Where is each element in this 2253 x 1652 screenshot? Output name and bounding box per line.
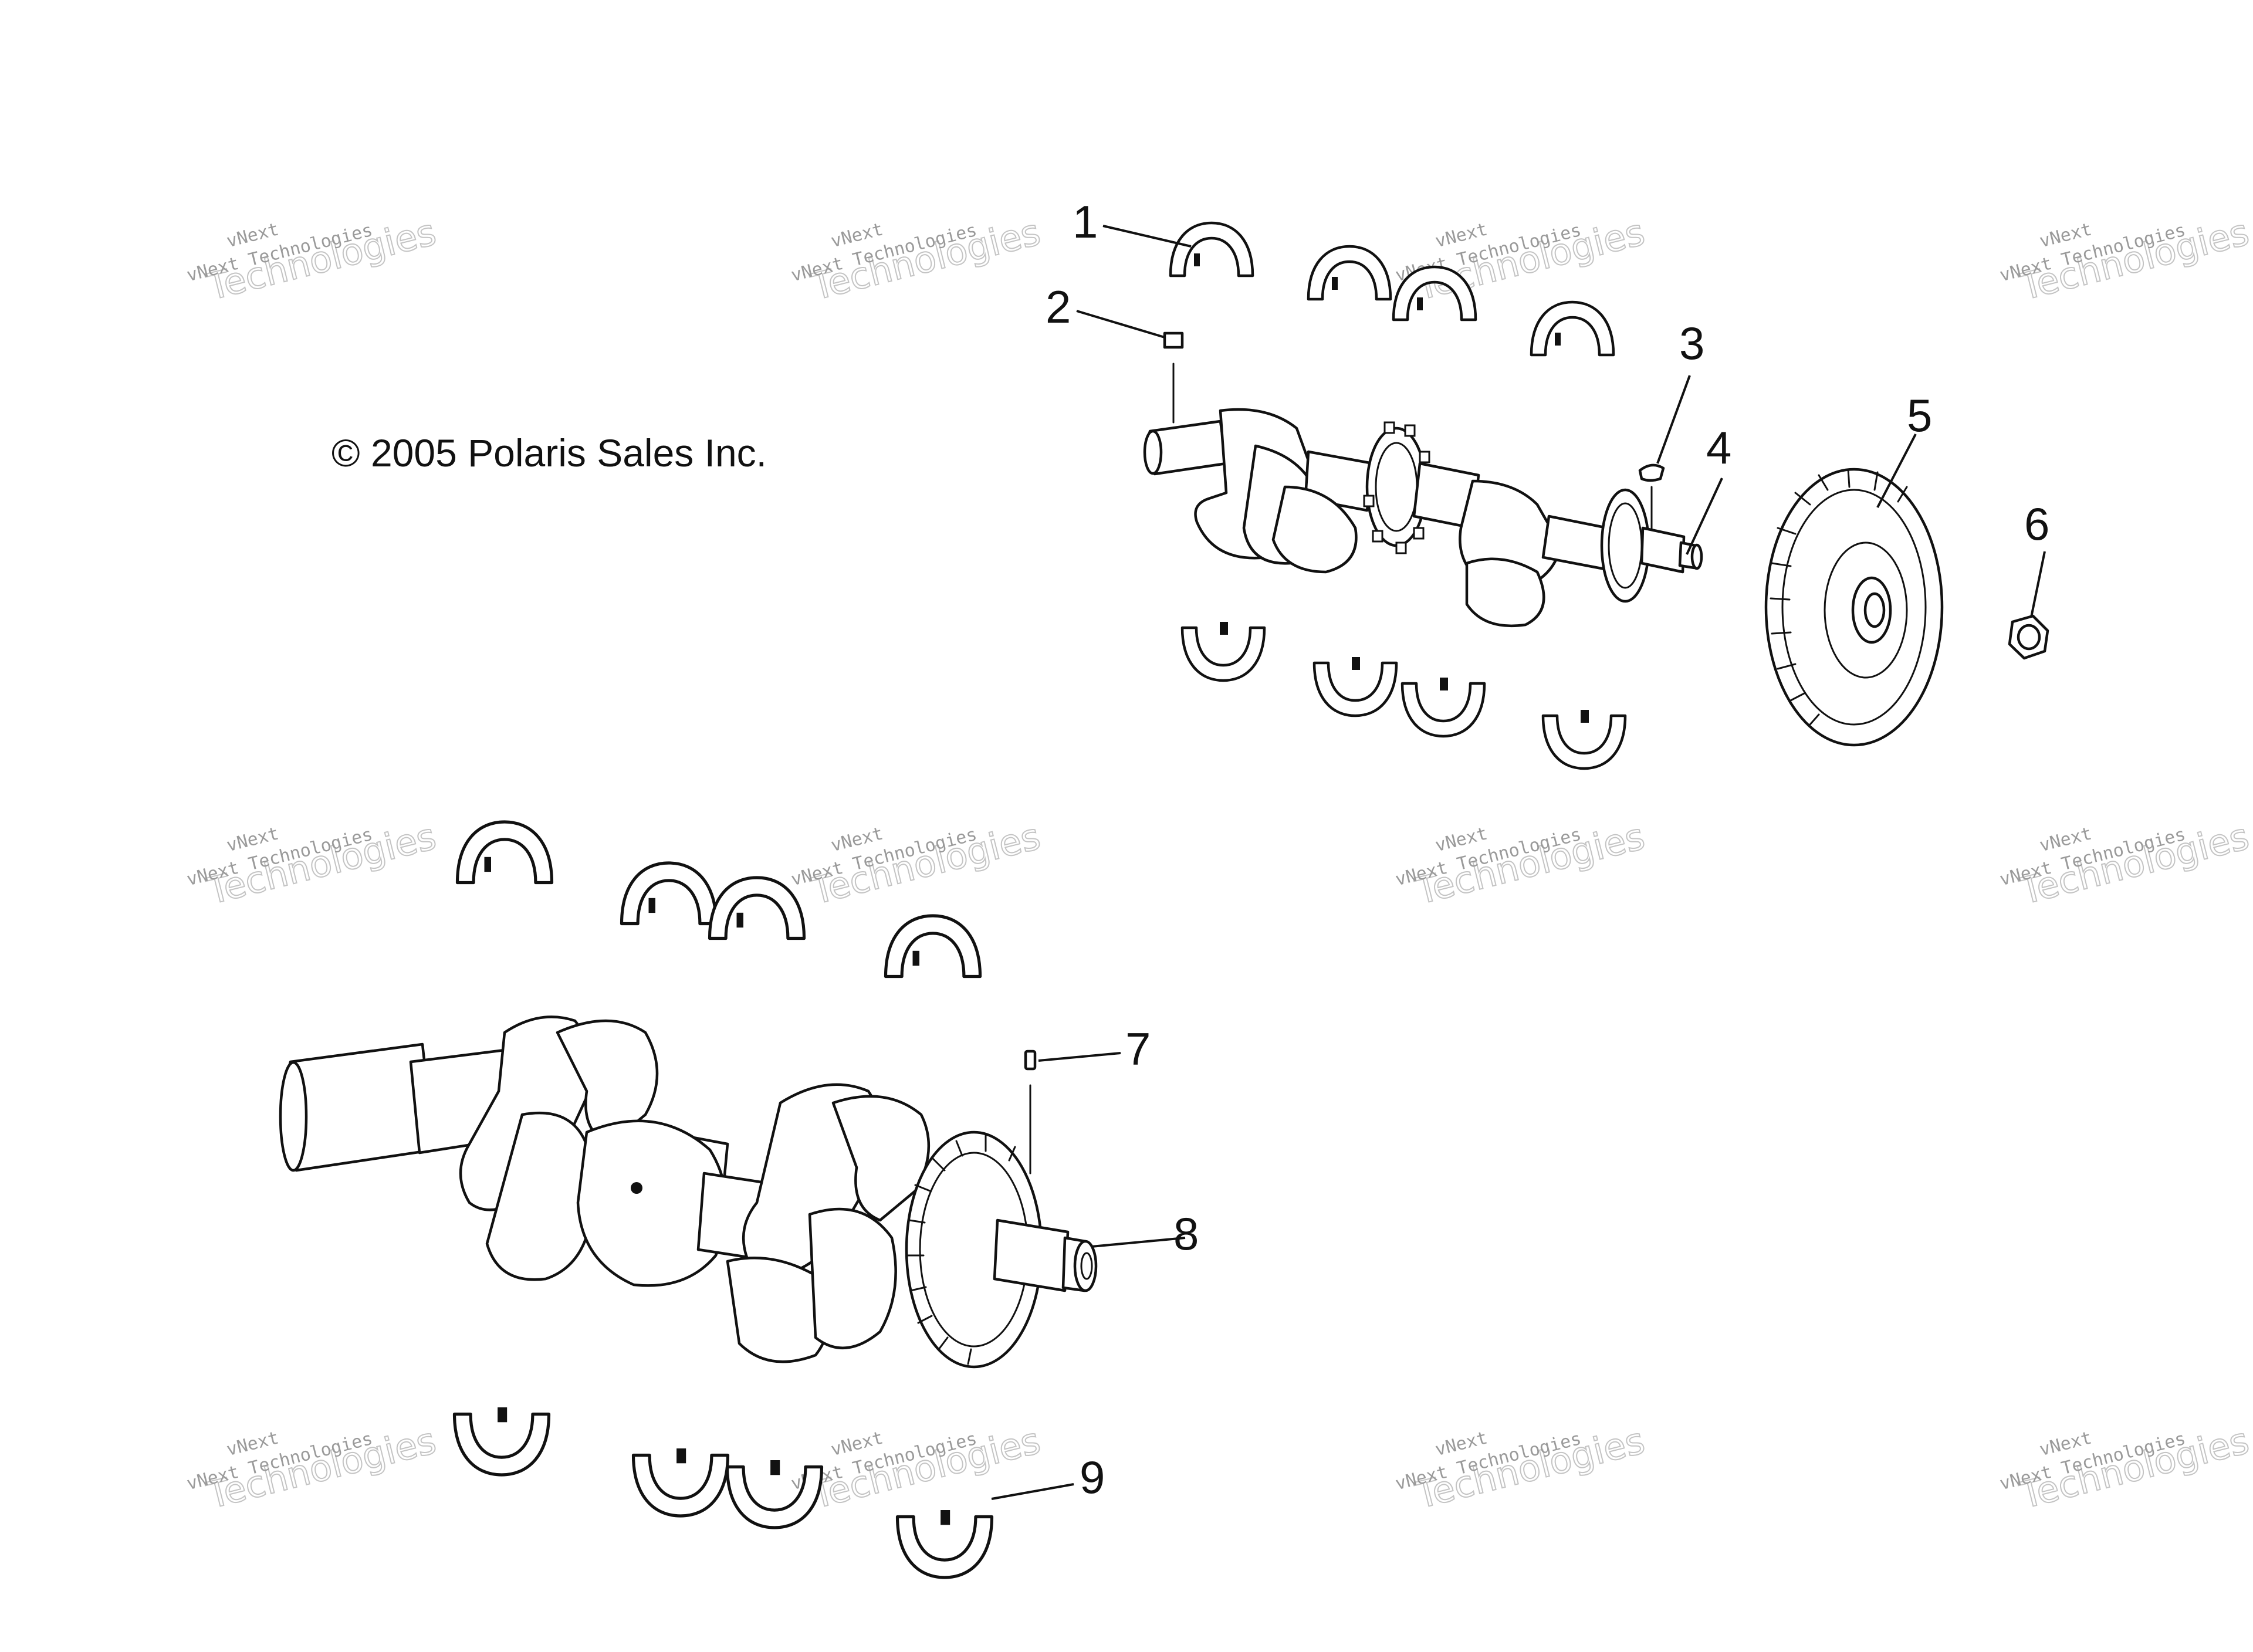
upper-assembly xyxy=(1143,223,2049,769)
callout-1: 1 xyxy=(1073,196,1098,248)
lower-main-bearing-shell-2 xyxy=(622,863,716,924)
gear-teeth xyxy=(1770,468,1908,726)
callout-2: 2 xyxy=(1046,281,1071,333)
lower-main-bearing-shell-1 xyxy=(458,822,552,883)
watermark-1: Technologies vNext vNext Technologies xyxy=(185,210,441,309)
stator-gear-5 xyxy=(1764,468,1944,747)
upper-main-bearing-shell-1 xyxy=(1171,223,1253,276)
upper-main-bearing-shell-2 xyxy=(1308,246,1391,299)
upper-main-bearing-shell-4 xyxy=(1531,302,1613,355)
leader-9 xyxy=(991,1483,1074,1500)
watermark-3: Technologies vNext vNext Technologies xyxy=(1393,210,1649,309)
leader-8 xyxy=(1091,1237,1186,1248)
callout-6: 6 xyxy=(2024,498,2049,550)
upper-crankshaft xyxy=(1143,408,1703,628)
callout-8: 8 xyxy=(1173,1208,1199,1260)
leader-1 xyxy=(1102,225,1192,248)
leader-3 xyxy=(1656,375,1691,464)
watermark-grid: Technologies vNext vNext Technologies Te… xyxy=(185,210,2253,1518)
gear-nut-6 xyxy=(2008,614,2049,660)
lower-lower-bearing-shell-1 xyxy=(455,1407,549,1475)
leader-2 xyxy=(1076,310,1165,338)
watermark-8: Technologies vNext vNext Technologies xyxy=(1998,814,2253,913)
watermark-9: Technologies vNext vNext Technologies xyxy=(185,1419,441,1518)
lower-crankshaft xyxy=(279,1015,1098,1369)
leader-lines xyxy=(991,225,2046,1500)
watermark-4: Technologies vNext vNext Technologies xyxy=(1998,210,2253,309)
leader-7 xyxy=(1038,1052,1121,1062)
leader-4 xyxy=(1686,478,1723,555)
watermark-2: Technologies vNext vNext Technologies xyxy=(789,210,1045,309)
lower-lower-bearing-shell-3 xyxy=(728,1460,822,1528)
callout-7: 7 xyxy=(1125,1023,1151,1075)
lower-lower-bearing-shell-2 xyxy=(634,1448,728,1516)
woodruff-key-2 xyxy=(1163,331,1184,424)
callout-3: 3 xyxy=(1679,317,1704,369)
callout-4: 4 xyxy=(1706,422,1731,473)
watermark-10: Technologies vNext vNext Technologies xyxy=(789,1419,1045,1518)
leader-5 xyxy=(1876,434,1917,508)
lower-lower-bearing-shell-4 xyxy=(898,1510,992,1577)
upper-lower-bearing-shell-2 xyxy=(1314,657,1396,716)
leader-6 xyxy=(2030,551,2046,618)
upper-lower-bearing-shell-4 xyxy=(1543,710,1625,769)
sprocket-teeth xyxy=(1363,421,1433,554)
copyright-text: © 2005 Polaris Sales Inc. xyxy=(331,431,767,475)
upper-lower-bearing-shell-3 xyxy=(1402,678,1484,736)
lower-assembly xyxy=(279,822,1098,1577)
watermark-11: Technologies vNext vNext Technologies xyxy=(1393,1419,1649,1518)
watermark-7: Technologies vNext vNext Technologies xyxy=(1393,814,1649,913)
callout-9: 9 xyxy=(1080,1451,1105,1503)
callout-5: 5 xyxy=(1907,390,1932,441)
dowel-pin-7 xyxy=(1024,1050,1037,1174)
lower-main-bearing-shell-4 xyxy=(886,916,980,977)
watermark-6: Technologies vNext vNext Technologies xyxy=(789,814,1045,913)
lower-main-bearing-shell-3 xyxy=(710,878,804,939)
callout-labels: 1 2 3 4 5 6 7 8 9 xyxy=(1046,196,2049,1503)
watermark-5: Technologies vNext vNext Technologies xyxy=(185,814,441,913)
watermark-12: Technologies vNext vNext Technologies xyxy=(1998,1419,2253,1518)
crank-gear-teeth xyxy=(907,1134,1016,1365)
upper-lower-bearing-shell-1 xyxy=(1182,622,1264,681)
